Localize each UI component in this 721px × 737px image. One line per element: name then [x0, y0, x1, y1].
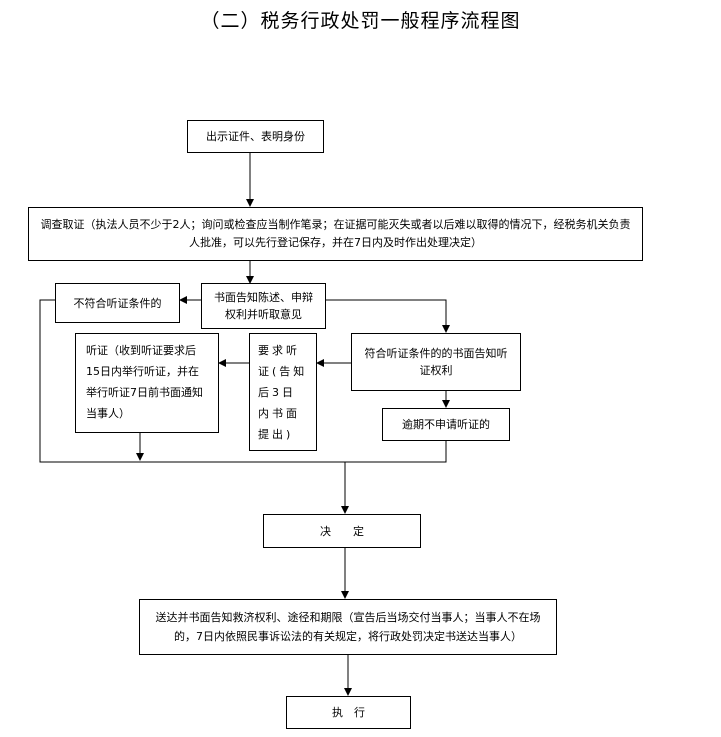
inform-box: 书面告知陈述、申辩权利并听取意见 — [201, 283, 326, 329]
investigate-box: 调查取证（执法人员不少于2人；询问或检查应当制作笔录；在证据可能灭失或者以后难以… — [28, 207, 643, 261]
line-not-eligible-to-merge — [39, 299, 447, 463]
decision-box: 决 定 — [263, 514, 421, 548]
overdue-box: 逾期不申请听证的 — [382, 408, 510, 441]
deliver-box: 送达并书面告知救济权利、途径和期限（宣告后当场交付当事人；当事人不在场的，7日内… — [139, 599, 557, 655]
arrow-inform-to-eligible — [326, 299, 450, 333]
request-hearing-box: 要求听证(告知后3日内书面提出) — [249, 333, 317, 451]
page-title: （二）税务行政处罚一般程序流程图 — [200, 10, 521, 32]
hearing-box: 听证（收到听证要求后15日内举行听证，并在举行听证7日前书面通知当事人） — [75, 333, 219, 433]
execute-box: 执 行 — [286, 696, 411, 729]
show-id-box: 出示证件、表明身份 — [187, 120, 324, 153]
not-eligible-box: 不符合听证条件的 — [55, 283, 180, 323]
eligible-notice-box: 符合听证条件的的书面告知听证权利 — [351, 333, 521, 391]
